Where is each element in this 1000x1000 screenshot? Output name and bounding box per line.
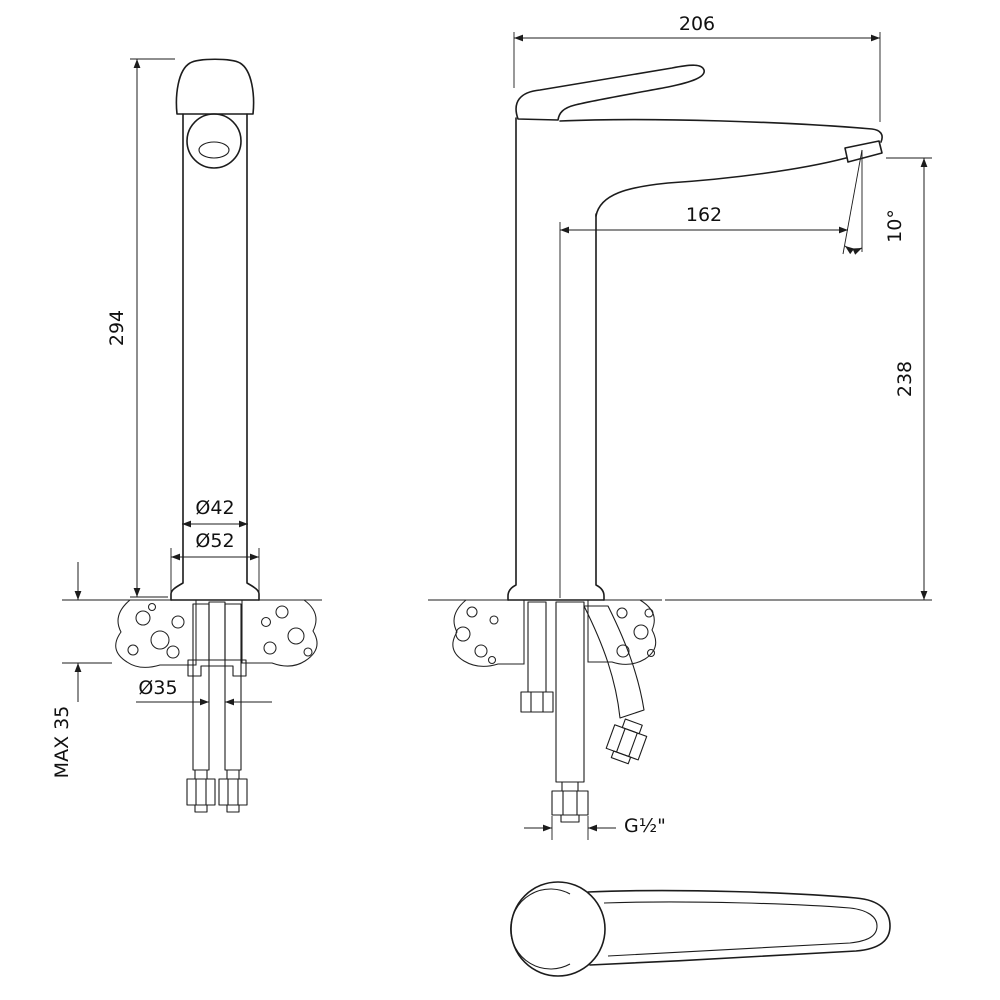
stone-texture-front — [127, 602, 313, 659]
dim-label-thread: G½" — [624, 815, 666, 837]
handle-top-view — [510, 881, 891, 977]
mounting-bracket-front — [187, 659, 247, 677]
front-view — [96, 58, 322, 813]
dim-label-angle: 10° — [884, 209, 906, 243]
dim-label-outlet-height: 238 — [894, 361, 916, 397]
hose-curved-nut — [605, 718, 648, 765]
side-body-right-edge — [595, 213, 605, 601]
hose-straight-side — [555, 601, 585, 783]
handle-pivot-inner-arc — [510, 888, 571, 970]
dim-label-height: 294 — [106, 310, 128, 346]
hose-left — [192, 603, 210, 771]
mounting-hardware-side — [520, 601, 648, 823]
deck-section-front — [96, 599, 322, 668]
hose-right-nut — [218, 769, 248, 813]
body-right-edge — [246, 113, 260, 601]
hose-curved-side — [583, 605, 645, 719]
spout-top-edge — [559, 118, 883, 143]
dim-arc-angle — [844, 245, 863, 255]
hose-right — [224, 603, 242, 771]
handle-lever-top-outline — [587, 889, 891, 966]
front-view-dimensions: 294 Ø42 Ø52 Ø35 MAX 35 — [51, 58, 272, 779]
dim-label-max-thickness: MAX 35 — [51, 706, 73, 779]
side-view-dimensions: 206 162 10° 238 G½" — [513, 13, 932, 840]
hose-left-nut — [186, 769, 216, 813]
cap-circle — [186, 113, 242, 169]
threaded-stud-side — [527, 601, 547, 693]
lever-side-outline — [515, 64, 705, 121]
handle-knob-outline — [175, 58, 255, 115]
aerator-tip — [844, 140, 883, 163]
cap-inner-ellipse — [198, 141, 230, 159]
dim-label-reach: 162 — [686, 204, 722, 226]
handle-pivot-circle — [510, 881, 606, 977]
dim-label-base-diameter: Ø52 — [195, 530, 234, 552]
hose-straight-nut — [551, 781, 589, 823]
deck-section-side — [428, 599, 662, 667]
stone-texture-side — [455, 606, 656, 665]
stud-nut-side — [520, 691, 554, 713]
body-left-edge — [170, 113, 184, 601]
threaded-stud-front — [208, 601, 226, 661]
handle-lever-inner-line — [603, 901, 878, 957]
spout-underside — [595, 157, 847, 217]
side-view — [428, 64, 883, 823]
dim-label-hole-diameter: Ø35 — [138, 677, 177, 699]
dim-label-length: 206 — [679, 13, 715, 35]
dim-label-body-diameter: Ø42 — [195, 497, 234, 519]
side-body-left-edge — [507, 117, 517, 601]
